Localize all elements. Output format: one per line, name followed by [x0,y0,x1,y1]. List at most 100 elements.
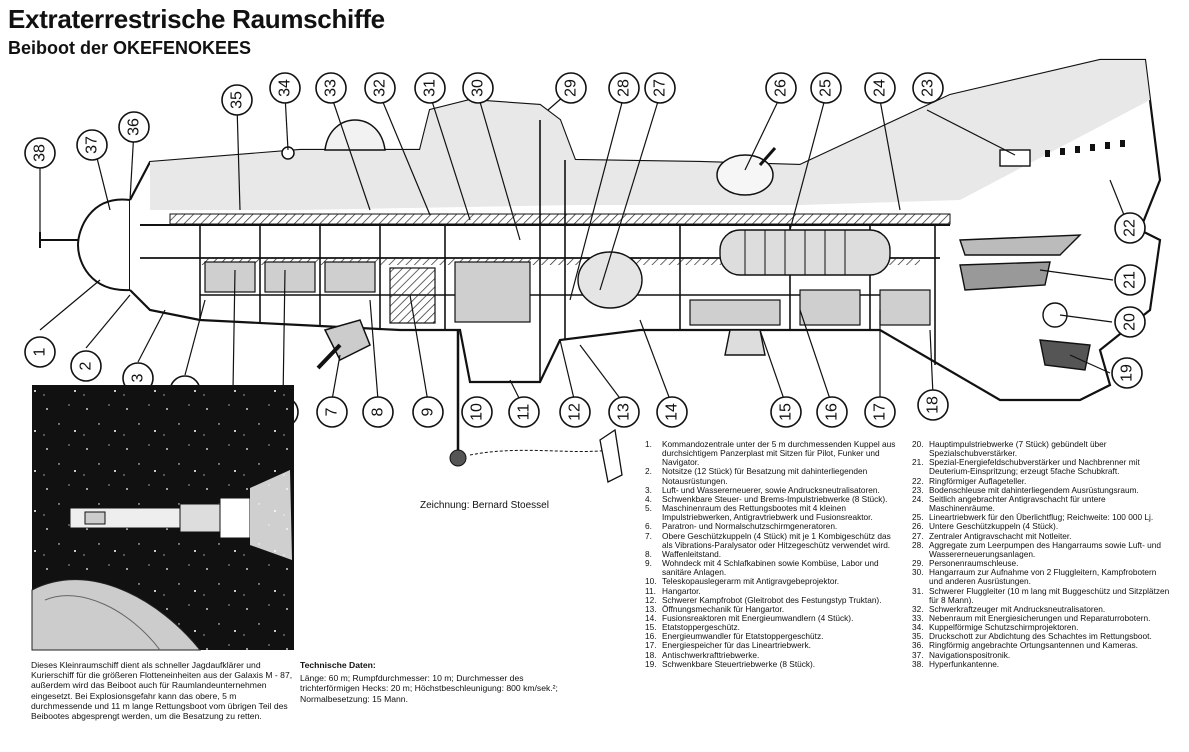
legend-item-text: Schwerer Fluggleiter (10 m lang mit Bugg… [929,585,1170,605]
tech-data: Technische Daten: Länge: 60 m; Rumpfdurc… [300,660,585,704]
callout-label: 17 [872,403,889,421]
callout-35: 35 [221,84,253,116]
legend-item: 2.Notsitze (12 Stück) für Besatzung mit … [645,467,900,485]
callout-label: 25 [818,79,835,97]
tech-heading: Technische Daten: [300,660,376,670]
callout-label: 10 [469,403,486,421]
page-subtitle: Beiboot der OKEFENOKEES [8,38,252,58]
callout-circle [269,72,301,104]
legend-item-number: 31. [912,585,924,596]
legend-item-number: 18. [645,649,657,660]
callout-37: 37 [76,129,108,161]
callout-label: 11 [516,404,533,421]
callout-label: 3 [130,373,147,382]
legend-item: 11.Hangartor. [645,586,900,596]
legend-item-text: Hyperfunkantenne. [929,658,1000,669]
callout-circle [24,336,56,368]
legend-item: 21.Spezial-Energiefeldschubverstärker un… [912,458,1170,476]
callout-8: 8 [362,396,394,428]
callout-34: 34 [269,72,301,104]
legend-item: 28.Aggregate zum Leerpumpen des Hangarra… [912,539,1170,559]
callout-label: 26 [773,79,790,97]
callout-circle [917,389,949,421]
legend-item-text: Obere Geschützkuppeln (4 Stück) mit je 1… [662,530,891,550]
legend-item: 38. Hyperfunkantenne. [912,658,1170,669]
callout-label: 18 [925,396,942,414]
callout-circle [555,72,587,104]
callout-24: 24 [864,72,896,104]
legend-item: 25. Lineartriebwerk für den Überlichtflug… [912,513,1170,522]
callout-circle [508,396,540,428]
callout-33: 33 [315,72,347,104]
legend-item-text: Spezial-Energiefeldschubverstärker und N… [929,457,1140,477]
callout-label: 14 [664,403,681,421]
callout-label: 27 [652,79,669,97]
legend-item-text: Aggregate zum Leerpumpen des Hangarraums… [929,539,1161,559]
legend-item-text: Personenraumschleuse. [929,558,1019,569]
legend-item: 8.Waffenleitstand. [645,549,900,559]
callout-label: 1 [32,347,49,356]
legend-item-text: Maschinenraum des Rettungsbootes mit 4 k… [662,503,873,523]
callout-circle [864,396,896,428]
legend-item-text: Luft- und Wassererneuerer, sowie Andruck… [662,484,880,495]
legend-item-text: Hauptimpulstriebwerke (7 Stück) gebündel… [929,439,1107,459]
callout-22: 22 [1114,212,1146,244]
callout-30: 30 [462,72,494,104]
legend-item: 31. Schwerer Fluggleiter (10 m lang mit B… [912,585,1170,605]
callout-label: 32 [372,79,389,97]
legend-item-text: Lineartriebwerk für den Überlichtflug; R… [929,512,1154,523]
callout-1: 1 [24,336,56,368]
legend-item: 20.Hauptimpulstriebwerke (7 Stück) gebün… [912,439,1170,459]
callout-circle [644,72,676,104]
legend-item: 14.Fusionsreaktoren mit Energieumwandler… [645,613,900,623]
legend-item-number: 10. [645,576,657,587]
legend-item-number: 25. [912,512,924,523]
callout-circle [364,72,396,104]
legend-item-number: 1. [645,439,652,449]
callout-label: 22 [1122,219,1139,237]
callout-10: 10 [461,396,493,428]
callout-label: 29 [563,79,580,97]
legend-item: 26.Untere Geschützkuppeln (4 Stück). [912,522,1170,531]
legend-item-text: Notsitze (12 Stück) für Besatzung mit da… [662,466,868,486]
legend-item: 3. Luft- und Wassererneuerer, sowie Andru… [645,484,900,495]
callout-circle [810,72,842,104]
legend-item: 13.Öffnungsmechanik für Hangartor. [645,603,900,614]
legend-item-number: 15. [645,622,657,633]
callout-2: 2 [70,350,102,382]
callout-label: 16 [824,403,841,421]
legend-item-text: Navigationspositronik. [929,649,1011,660]
legend-item-number: 4. [645,493,652,504]
legend-item: 19.Schwenkbare Steuertriebwerke (8 Stück… [645,659,900,669]
callout-17: 17 [864,396,896,428]
callout-label: 36 [126,118,143,136]
legend-item-number: 13. [645,603,657,614]
legend-item-text: Seitlich angebrachter Antigravschacht fü… [929,493,1106,514]
callout-circle [362,396,394,428]
callout-circle [24,137,56,169]
callout-26: 26 [765,72,797,104]
callout-23: 23 [912,72,944,104]
legend-item: 36.Ringförmig angebrachte Ortungsantenne… [912,641,1170,650]
legend-item-number: 3. [645,484,652,495]
legend-item-text: Bodenschleuse mit dahinterliegendem Ausr… [929,484,1139,495]
callout-circle [1111,357,1143,389]
legend-item-number: 34. [912,622,924,633]
legend-item-number: 27. [912,530,924,541]
callout-circle [221,84,253,116]
legend-item-number: 36. [912,640,924,651]
legend-item-number: 5. [645,503,652,514]
callout-32: 32 [364,72,396,104]
legend-item-text: Energieumwandler für Etatstoppergeschütz… [662,631,824,642]
legend-item-text: Teleskopauslegerarm mit Antigravgebeproj… [662,576,840,587]
legend-item-number: 24. [912,493,924,504]
callout-label: 34 [277,79,294,97]
callout-circle [816,396,848,428]
legend-item-text: Kuppelförmige Schutzschirmprojektoren. [929,622,1079,633]
legend-item: 23.Bodenschleuse mit dahinterliegendem A… [912,484,1170,495]
callout-21: 21 [1114,264,1146,296]
callout-label: 13 [616,403,633,421]
legend-item-text: Untere Geschützkuppeln (4 Stück). [929,521,1059,532]
legend-item-number: 38. [912,658,924,669]
